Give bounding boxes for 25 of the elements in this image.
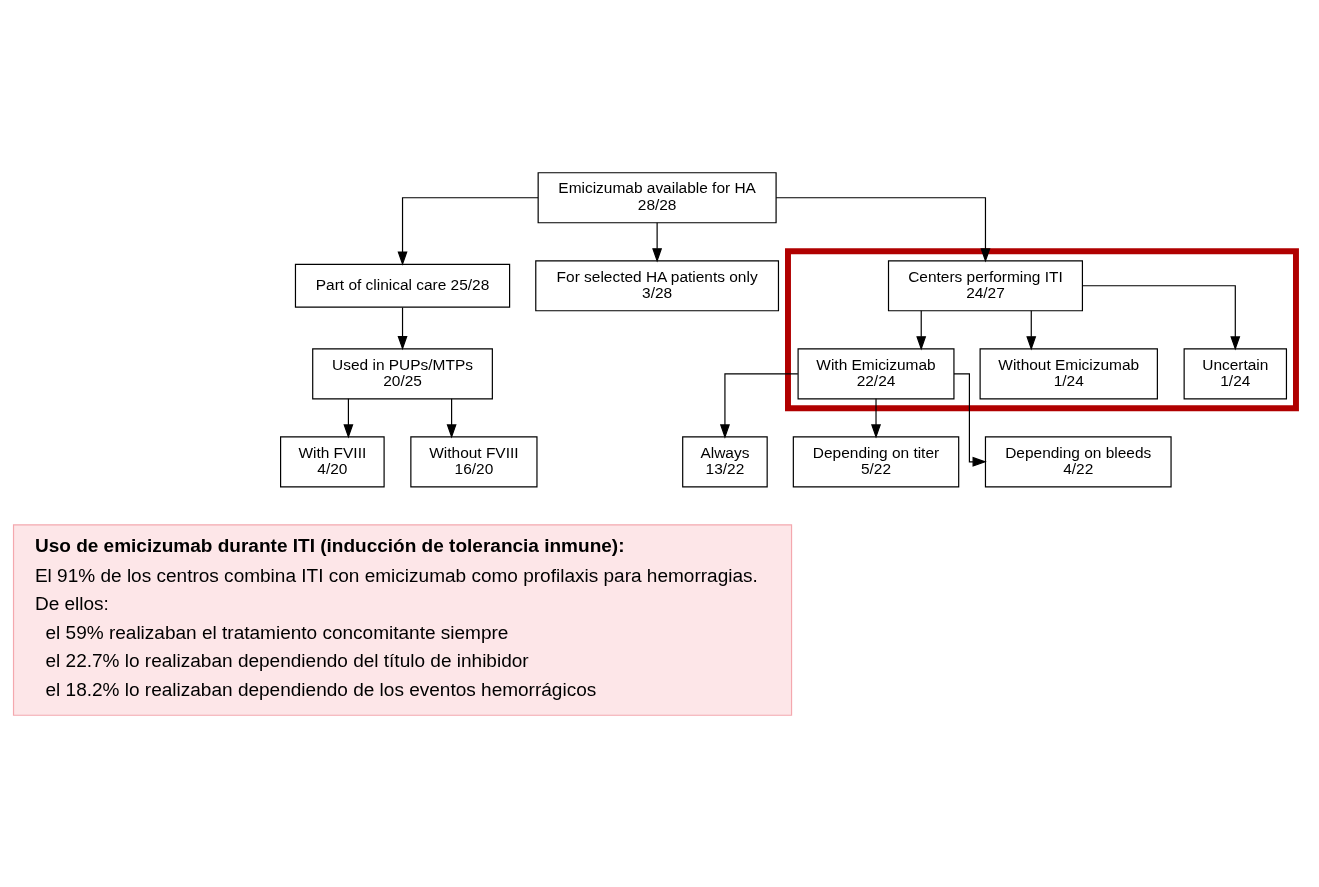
node-box: Emicizumab available for HA 28/28	[537, 171, 777, 223]
node-box: Centers performing ITI 24/27	[887, 259, 1083, 311]
node-box: With Emicizumab 22/24	[797, 347, 955, 399]
arrow	[446, 397, 457, 439]
node-box: Depending on titer 5/22	[792, 435, 960, 487]
node-box: Always 13/22	[682, 435, 768, 487]
arrow	[1082, 284, 1241, 351]
node-box: Without FVIII 16/20	[410, 435, 538, 487]
arrow	[775, 196, 991, 263]
arrow	[719, 372, 799, 439]
node-box: Uncertain 1/24	[1183, 347, 1288, 399]
arrow	[397, 196, 539, 266]
node-box: Part of clinical care 25/28	[294, 263, 511, 308]
arrow	[916, 309, 927, 351]
node-box: With FVIII 4/20	[280, 435, 385, 487]
node-box: Uso de emicizumab durante ITI (inducción de tolerancia inmune): El 91% de los centros combina ITI con emicizumab como profilaxis para hemorragias. De ellos: el 59% realizaban el tratamiento concomitante siempre el 22.7% lo realizaban dependiendo del título de inhibidor el 18.2% lo realizaban dependiendo de los eventos hemorrágicos	[12, 523, 793, 716]
arrow	[1026, 309, 1037, 351]
node-box: For selected HA patients only 3/28	[535, 259, 780, 311]
arrow	[343, 397, 354, 439]
node-box: Depending on bleeds 4/22	[984, 435, 1172, 487]
arrow	[652, 221, 663, 263]
arrow	[397, 306, 408, 350]
node-box: Used in PUPs/MTPs 20/25	[312, 347, 493, 399]
arrow	[871, 397, 881, 439]
node-box: Without Emicizumab 1/24	[979, 347, 1158, 399]
